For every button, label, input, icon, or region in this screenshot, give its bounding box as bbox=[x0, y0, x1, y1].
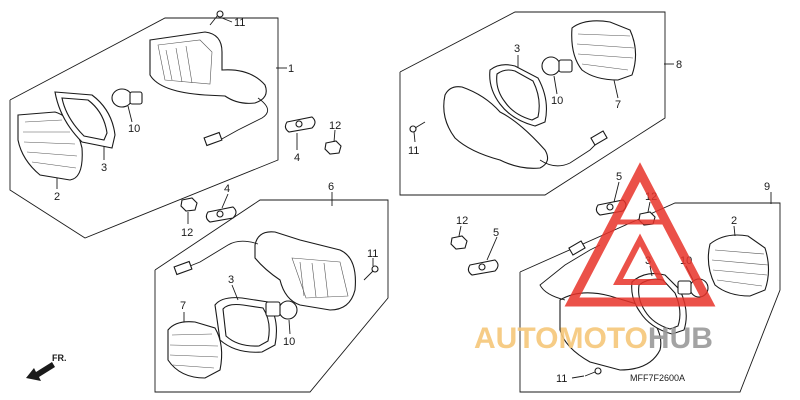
callout-7: 7 bbox=[615, 99, 621, 111]
callout-1: 1 bbox=[288, 63, 294, 75]
winker-housing bbox=[149, 31, 267, 104]
callout-7: 7 bbox=[180, 300, 186, 312]
nut bbox=[324, 140, 342, 155]
watermark-text-hub: HUB bbox=[648, 322, 713, 355]
callout-2: 2 bbox=[731, 215, 737, 227]
callout-5: 5 bbox=[616, 171, 622, 183]
callout-11: 11 bbox=[234, 17, 245, 29]
callout-5: 5 bbox=[493, 227, 499, 239]
callout-9: 9 bbox=[764, 181, 770, 193]
bulb bbox=[111, 88, 143, 108]
callout-12: 12 bbox=[329, 120, 341, 132]
winker-housing bbox=[559, 292, 662, 371]
callout-3: 3 bbox=[228, 274, 234, 286]
watermark-text-auto: AUTO bbox=[474, 322, 558, 355]
callout-11: 11 bbox=[408, 145, 419, 157]
screw bbox=[409, 121, 426, 133]
bulb bbox=[265, 300, 298, 320]
callout-10: 10 bbox=[128, 123, 140, 135]
callout-8: 8 bbox=[676, 59, 682, 71]
callout-10: 10 bbox=[283, 336, 295, 348]
assembly-front-right: 3 10 7 8 11 bbox=[399, 11, 682, 196]
grommet bbox=[205, 206, 237, 223]
grommet bbox=[284, 116, 316, 133]
callout-4: 4 bbox=[294, 152, 300, 164]
lens bbox=[707, 234, 770, 297]
lens bbox=[167, 321, 223, 379]
watermark: AUTOMOTOHUB bbox=[474, 162, 716, 355]
callout-3: 3 bbox=[514, 43, 520, 55]
callout-11: 11 bbox=[367, 248, 378, 260]
callout-3: 3 bbox=[101, 162, 107, 174]
nut bbox=[450, 235, 468, 250]
arrow-icon bbox=[26, 362, 55, 381]
screw bbox=[584, 367, 602, 377]
callout-11: 11 bbox=[556, 373, 567, 385]
assembly-rear-left: 6 4 12 11 3 7 10 bbox=[154, 181, 389, 393]
watermark-triangle-logo bbox=[564, 162, 716, 307]
bulb bbox=[541, 56, 573, 76]
winker-housing bbox=[443, 86, 549, 169]
front-direction-indicator: FR. bbox=[26, 353, 67, 381]
callout-12: 12 bbox=[181, 227, 193, 239]
callout-12: 12 bbox=[456, 215, 468, 227]
callout-6: 6 bbox=[328, 181, 334, 193]
nut bbox=[180, 197, 198, 212]
assembly-front-left: 11 1 2 3 10 4 12 bbox=[9, 10, 342, 239]
winker-housing bbox=[254, 231, 356, 311]
drawing-code: MFF7F2600A bbox=[630, 373, 685, 383]
direction-label: FR. bbox=[52, 353, 67, 363]
grommet bbox=[467, 259, 499, 276]
callout-10: 10 bbox=[551, 95, 563, 107]
callout-4: 4 bbox=[224, 183, 230, 195]
screw bbox=[209, 10, 224, 26]
callout-2: 2 bbox=[54, 191, 60, 203]
watermark-text-moto: MOTO bbox=[558, 322, 647, 355]
screw bbox=[363, 265, 379, 281]
lens bbox=[571, 20, 637, 81]
svg-text:AUTOMOTOHUB: AUTOMOTOHUB bbox=[474, 322, 713, 355]
